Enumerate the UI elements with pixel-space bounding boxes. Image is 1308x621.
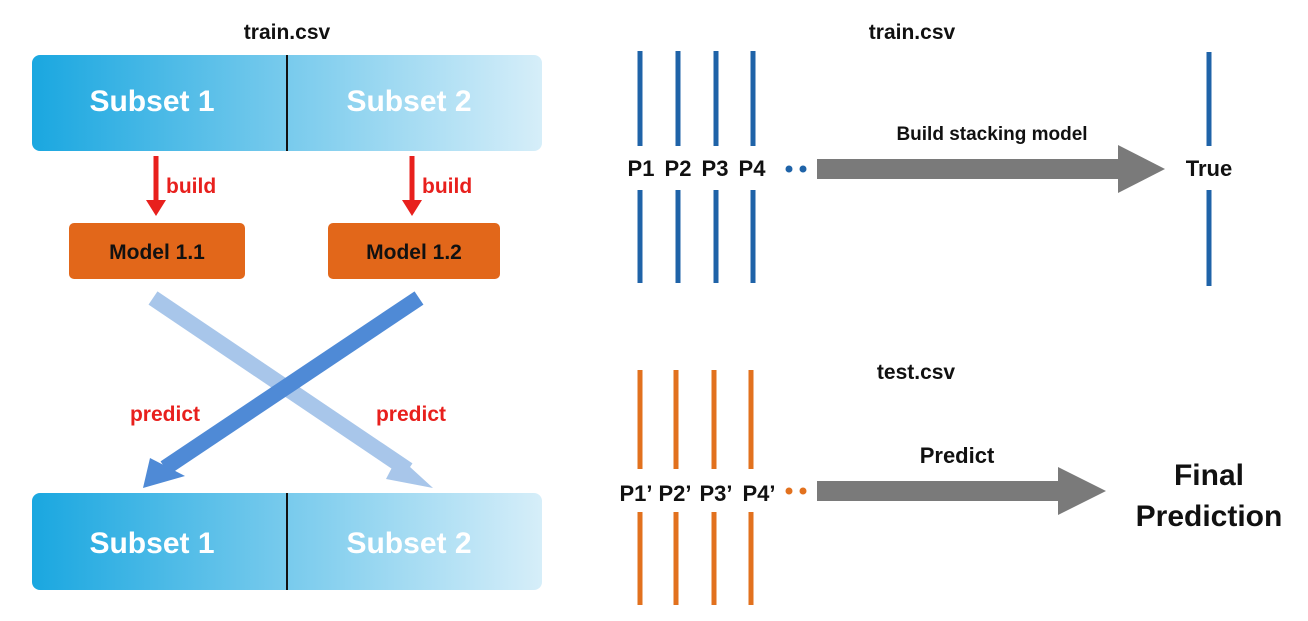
train-col-label-p2: P2 xyxy=(665,156,692,181)
test-col-label-p1: P1’ xyxy=(619,481,652,506)
model-1-2-box: Model 1.2 xyxy=(328,223,500,279)
right-top-title: train.csv xyxy=(869,21,956,44)
build-label-1: build xyxy=(166,175,216,198)
final-prediction-line2: Prediction xyxy=(1136,500,1283,533)
right-bottom-title: test.csv xyxy=(877,361,956,384)
bottom-subset-bar: Subset 1 Subset 2 xyxy=(32,493,542,590)
top-subset-bar: Subset 1 Subset 2 xyxy=(32,55,542,151)
model-1-2-label: Model 1.2 xyxy=(366,241,462,264)
build-stacking-arrow xyxy=(817,145,1165,193)
build-arrow-1 xyxy=(146,156,166,216)
test-ellipsis-dot-2 xyxy=(799,487,807,495)
train-ellipsis-dot-2 xyxy=(799,165,807,173)
test-ellipsis-dot-1 xyxy=(785,487,793,495)
test-prediction-columns xyxy=(637,370,754,605)
train-col-label-p1: P1 xyxy=(628,156,655,181)
predict-arrow xyxy=(817,467,1106,515)
top-subset-2-label: Subset 2 xyxy=(346,85,471,118)
train-ellipsis-dot-1 xyxy=(785,165,793,173)
model-1-1-label: Model 1.1 xyxy=(109,241,205,264)
final-prediction-line1: Final xyxy=(1174,459,1244,492)
predict-label: Predict xyxy=(920,443,995,468)
test-col-label-p2: P2’ xyxy=(658,481,691,506)
train-prediction-columns xyxy=(637,51,756,283)
build-stacking-label: Build stacking model xyxy=(896,124,1087,145)
build-label-2: build xyxy=(422,175,472,198)
predict-label-1: predict xyxy=(130,403,200,426)
left-title: train.csv xyxy=(244,21,331,44)
predict-label-2: predict xyxy=(376,403,446,426)
test-col-label-p4: P4’ xyxy=(742,481,775,506)
build-arrow-2 xyxy=(402,156,422,216)
predict-arrow-model1-to-subset2 xyxy=(148,291,433,488)
top-subset-1-label: Subset 1 xyxy=(89,85,214,118)
true-label: True xyxy=(1186,156,1232,181)
bottom-subset-2-label: Subset 2 xyxy=(346,527,471,560)
predict-arrow-model2-to-subset1 xyxy=(143,291,424,488)
test-col-label-p3: P3’ xyxy=(699,481,732,506)
bottom-subset-1-label: Subset 1 xyxy=(89,527,214,560)
model-1-1-box: Model 1.1 xyxy=(69,223,245,279)
train-col-label-p4: P4 xyxy=(739,156,767,181)
train-col-label-p3: P3 xyxy=(702,156,729,181)
